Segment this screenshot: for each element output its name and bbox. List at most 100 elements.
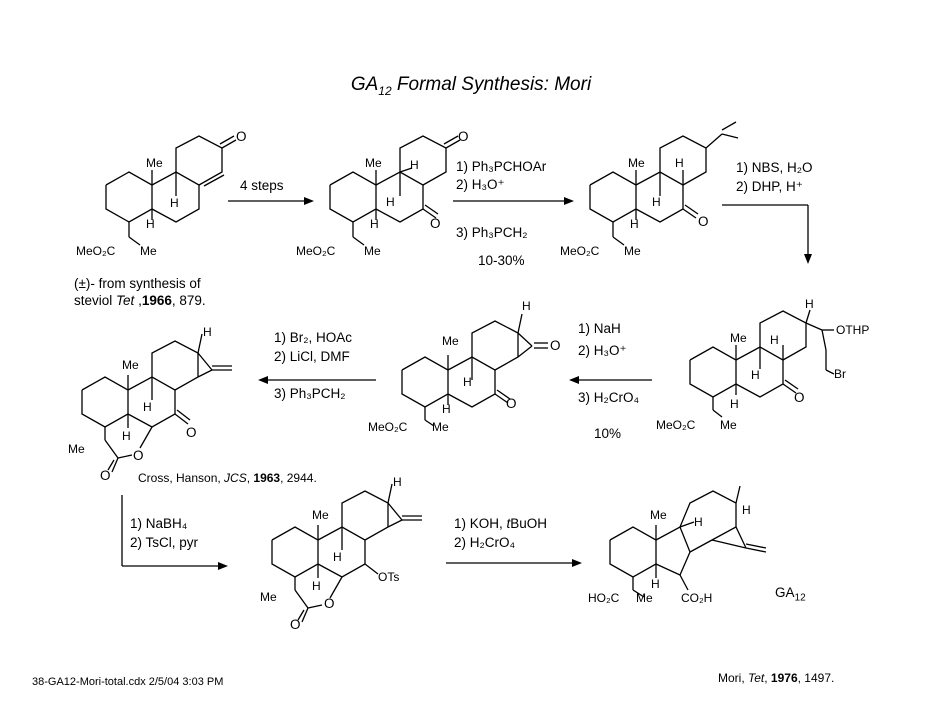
s8-h2-label: H [694,515,703,529]
step4-reagent-3: 3) H₂CrO₄ [578,390,640,405]
page-title: GA12 Formal Synthesis: Mori [350,74,592,98]
step2-reagent-2: 2) H₃O⁺ [456,177,505,192]
s3-h-bot-label: H [630,217,639,231]
arrow-step5 [258,376,376,384]
s2-meo2c-label: MeO₂C [296,244,336,258]
s7-ots-label: OTs [378,570,400,584]
s7-me-label: Me [312,508,329,522]
s6-h-top-label: H [203,325,212,339]
s4-h-top-label: H [805,297,814,311]
s4-br-label: Br [834,367,846,381]
s5-h-top-label: H [522,299,531,313]
step6-reagent-1: 1) NaBH₄ [130,516,188,531]
s5-oxygen-label: O [550,338,561,353]
reference-mori: Mori, Tet, 1976, 1497. [718,671,835,685]
structure-2-tricyclic-dione [329,135,461,246]
structure-7-tosylate-lactone [271,483,422,623]
s3-me-label: Me [628,156,645,170]
structure-8-ga12 [609,485,767,598]
s2-me-label: Me [365,156,382,170]
step4-yield: 10% [594,426,622,441]
s4-h3-label: H [751,368,760,382]
step5-reagent-2: 2) LiCl, DMF [274,349,350,364]
footer-file-info: 38-GA12-Mori-total.cdx 2/5/04 3:03 PM [32,676,224,688]
s6-oxygen-ring-label: O [133,448,144,463]
s6-h-mid-label: H [143,400,152,414]
s7-h-mid-label: H [333,550,342,564]
s4-oxygen-label: O [794,390,805,405]
s3-oxygen-label: O [698,214,709,229]
s1-h-label: H [170,196,179,210]
s1-h2-label: H [146,217,155,231]
arrow-step3 [722,204,812,264]
step7-reagent-1: 1) KOH, tBuOH [454,516,548,531]
s3-h-mid-label: H [652,195,661,209]
s3-meo2c-label: MeO₂C [560,244,600,258]
s8-me-label: Me [650,508,667,522]
step5-reagent-3: 3) Ph₃PCH₂ [274,386,346,401]
arrow-step4 [569,376,652,384]
source-note-line1: (±)- from synthesis of [74,276,201,291]
s2-me2-label: Me [364,244,381,258]
s3-h-top-label: H [675,156,684,170]
step3-reagent-1: 1) NBS, H₂O [736,160,813,175]
s1-oxygen-label: O [236,129,247,144]
step2-yield: 10-30% [478,253,525,268]
structure-1-tricyclic-enone [105,135,237,246]
s6-me-label: Me [122,358,139,372]
s7-me2-label: Me [260,590,277,604]
structure-4-bromo-thp-ether [689,309,835,418]
s7-h-top-label: H [393,475,402,489]
s1-me-label: Me [146,156,163,170]
s2-h-top-label: H [410,158,419,172]
s4-me2-label: Me [720,418,737,432]
s5-h-mid-label: H [463,375,472,389]
s7-oxygen-carbonyl-label: O [290,617,301,632]
s5-me2-label: Me [432,420,449,434]
s6-oxygen-label: O [186,425,197,440]
product-label-ga12: GA12 [775,585,806,604]
step5-reagent-1: 1) Br₂, HOAc [274,330,353,345]
structure-3-vinyl-ketone [589,121,739,246]
s5-oxygen2-label: O [506,396,517,411]
arrow-step6 [121,495,228,570]
step6-reagent-2: 2) TsCl, pyr [130,535,199,550]
step7-reagent-2: 2) H₂CrO₄ [454,535,516,550]
step3-reagent-2: 2) DHP, H⁺ [736,179,803,194]
s1-meo2c-label: MeO₂C [76,244,116,258]
s8-h3-label: H [651,577,660,591]
step2-reagent-1: 1) Ph₃PCHOAr [456,159,547,174]
s7-h-bot-label: H [312,579,321,593]
s2-h-mid-label: H [386,195,395,209]
s7-oxygen-ring-label: O [324,596,335,611]
s2-h-bot-label: H [370,217,379,231]
s4-othp-label: OTHP [836,323,870,337]
s4-me-label: Me [730,331,747,345]
arrow-step1 [228,197,314,205]
arrow-step2 [453,197,574,205]
step2-reagent-3: 3) Ph₃PCH₂ [456,225,528,240]
s2-oxygen-label: O [458,129,469,144]
structure-6-lactone-alkene [81,333,232,473]
s8-ho2c-label: HO₂C [588,591,620,605]
step1-reagent: 4 steps [240,178,284,193]
s1-me2-label: Me [140,244,157,258]
s4-meo2c-label: MeO₂C [656,418,696,432]
arrow-step7 [446,559,582,567]
s6-h-bot-label: H [122,429,131,443]
s4-h2-label: H [770,333,779,347]
s5-me-label: Me [442,334,459,348]
s3-me2-label: Me [624,244,641,258]
s5-meo2c-label: MeO₂C [368,420,408,434]
s2-oxygen2-label: O [430,216,441,231]
s8-co2h-label: CO₂H [681,591,713,605]
reference-cross-hanson: Cross, Hanson, JCS, 1963, 2944. [138,471,317,485]
s6-oxygen-carbonyl-label: O [100,468,111,483]
s6-me2-label: Me [68,442,85,456]
s8-h-top-label: H [742,503,751,517]
step4-reagent-1: 1) NaH [578,321,621,336]
step4-reagent-2: 2) H₃O⁺ [578,343,627,358]
s4-h4-label: H [730,397,739,411]
source-note-line2: steviol Tet ,1966, 879. [74,293,206,308]
